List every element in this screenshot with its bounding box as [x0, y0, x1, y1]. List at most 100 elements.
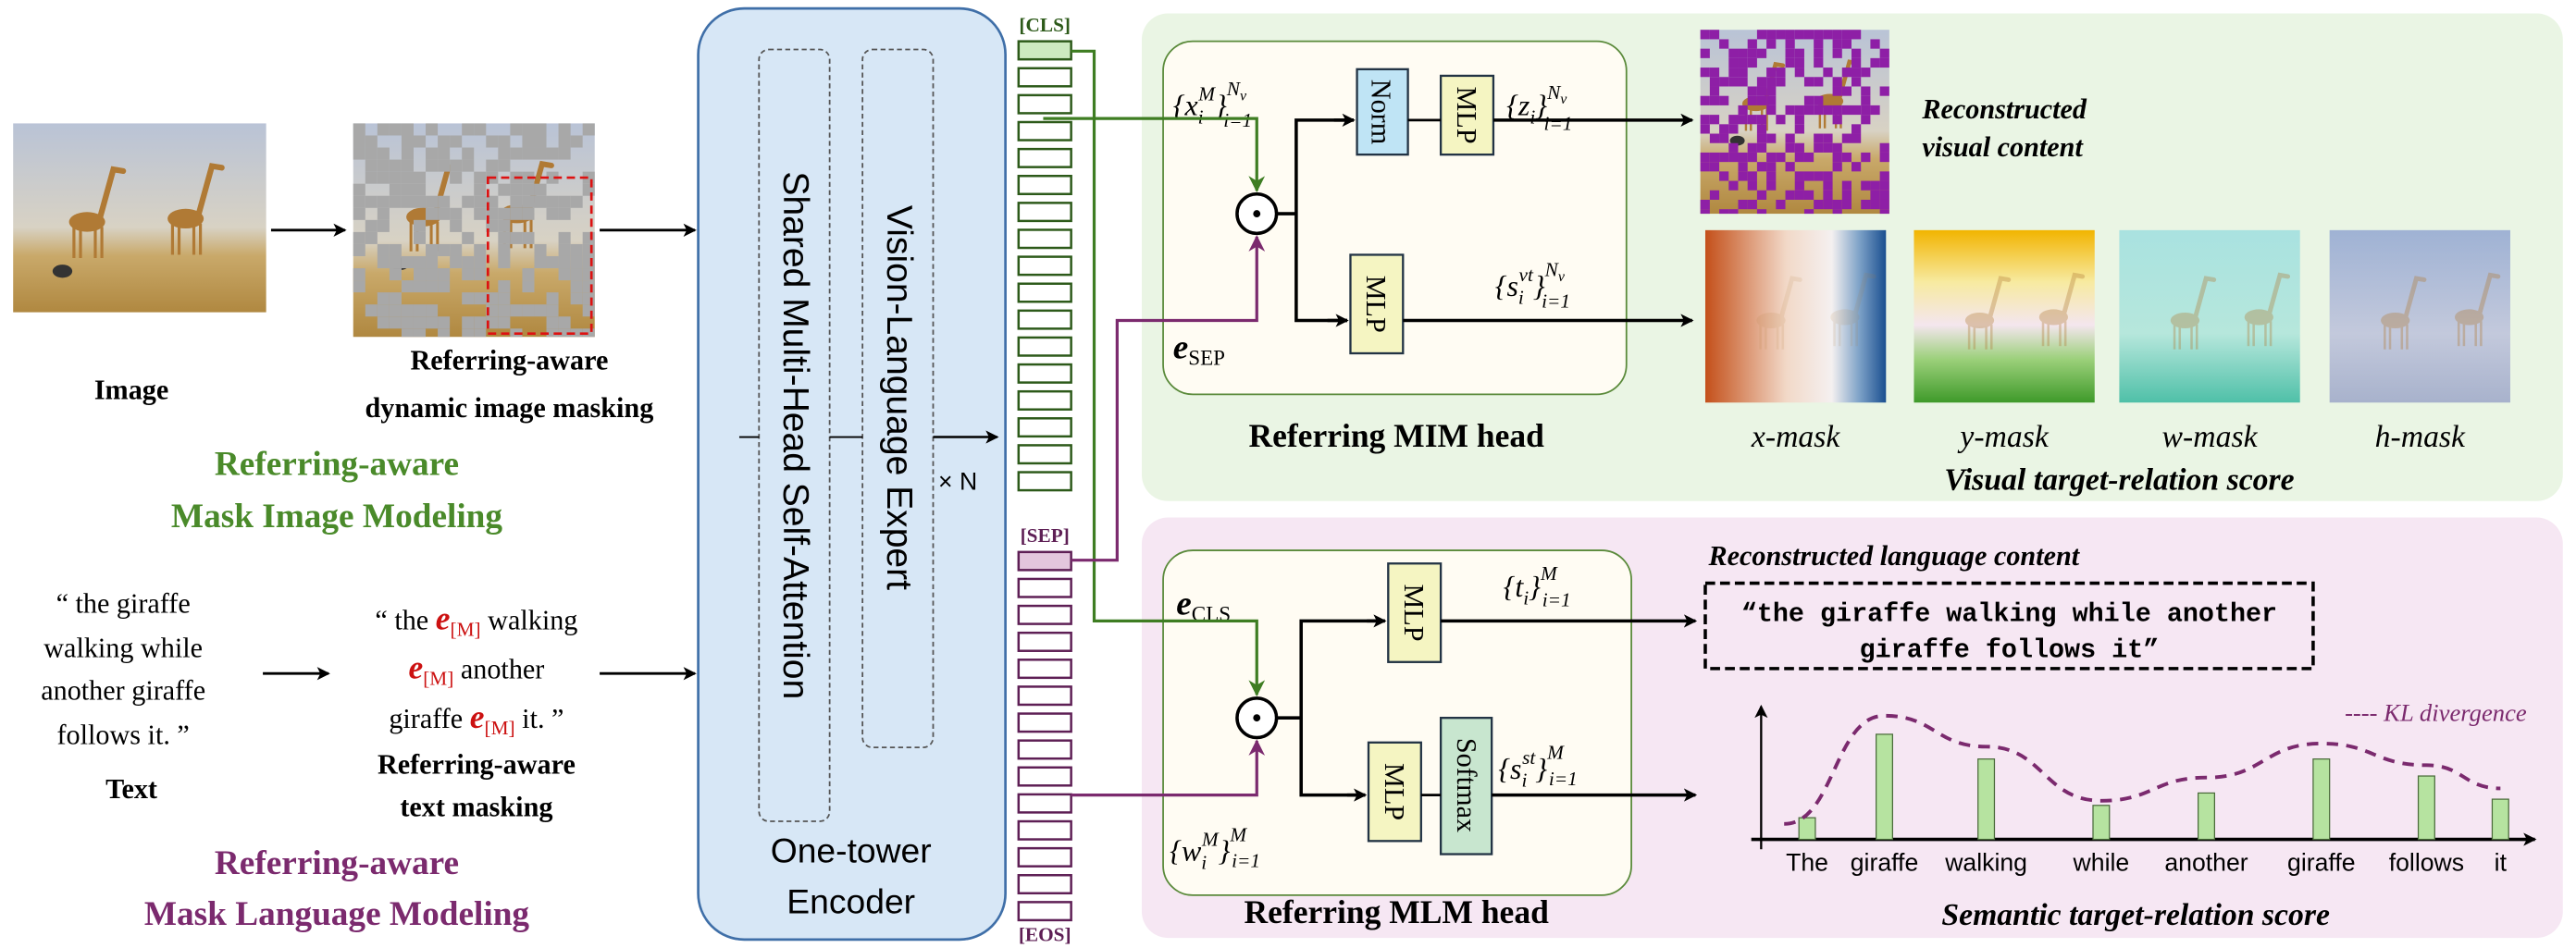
text-token: [1017, 901, 1072, 922]
input-image: [13, 123, 266, 313]
text-token: [1017, 819, 1072, 841]
masked-text-label-1: Referring-aware: [378, 749, 576, 781]
x-tick-label: giraffe: [1851, 848, 1919, 876]
masked-text-label-2: text masking: [400, 792, 552, 823]
cls-connector: [1071, 49, 1266, 697]
x-tick-label: it: [2495, 848, 2508, 876]
mlm-head-title: Referring MLM head: [1245, 893, 1550, 930]
text-token: [1017, 577, 1072, 598]
sep-token: [1017, 550, 1072, 572]
e-sep-label: eSEP: [1173, 328, 1225, 369]
x-tick-label: giraffe: [2287, 848, 2356, 876]
text-token: [1017, 874, 1072, 895]
softmax-block: [1439, 717, 1493, 856]
text-token: [1017, 793, 1072, 814]
mim-mlp-label-1: MLP: [1451, 87, 1482, 144]
bar-it: [2491, 798, 2509, 841]
encoder-title-2: Encoder: [786, 881, 915, 920]
visual-token: [1017, 417, 1072, 438]
kl-divergence-legend: ---- KL divergence: [2345, 699, 2527, 727]
giraffe-body: [2381, 312, 2410, 329]
svg-text:“ the e[M] walking: “ the e[M] walking: [375, 599, 577, 640]
visual-token: [1017, 175, 1072, 196]
mim-head-title: Referring MIM head: [1248, 417, 1544, 454]
visual-token: [1017, 255, 1072, 277]
giraffe-neck: [1778, 276, 1802, 319]
mlm-mlp-label-2: MLP: [1379, 763, 1410, 820]
giraffe-neck: [97, 166, 127, 220]
giraffe-body: [2038, 309, 2069, 326]
visual-token: [1017, 93, 1072, 115]
giraffe-neck: [2062, 272, 2086, 316]
giraffe-neck: [2403, 276, 2427, 319]
cls-token: [1017, 40, 1072, 61]
text-token: [1017, 739, 1072, 760]
text-token-connector: [1071, 739, 1266, 797]
giraffe-body: [2244, 309, 2273, 326]
svg-text:giraffe e[M] it. ”: giraffe e[M] it. ”: [389, 698, 564, 739]
x-tick-label: The: [1786, 848, 1828, 876]
one-tower-encoder: Shared Multi-Head Self-Attention Vision-…: [697, 6, 1007, 942]
sep-token-label: [SEP]: [1021, 524, 1070, 547]
reconstructed-image: [1700, 30, 1889, 215]
mask-label: x-mask: [1751, 420, 1841, 454]
reconstructed-sentence-box: [1703, 581, 2315, 671]
giraffe-neck: [1852, 272, 1876, 316]
mask-image-y-mask: [1913, 229, 2095, 403]
image-label: Image: [94, 375, 168, 406]
bar-giraffe: [2312, 758, 2331, 841]
mim-title-2: Mask Image Modeling: [171, 498, 503, 536]
text-line-3: another giraffe: [41, 675, 205, 707]
masked-image-label-2: dynamic image masking: [365, 392, 654, 424]
eos-token-label: [EOS]: [1019, 924, 1071, 946]
mlm-mlp-block-1: [1387, 562, 1443, 663]
text-line-4: follows it. ”: [57, 720, 190, 751]
text-token: [1017, 631, 1072, 652]
cls-token-label: [CLS]: [1019, 14, 1071, 36]
vl-expert-label: Vision-Language Expert: [879, 205, 919, 590]
masked-image-label-1: Referring-aware: [410, 345, 608, 376]
visual-token: [1017, 120, 1072, 142]
mask-label: w-mask: [2162, 420, 2259, 454]
bar-follows: [2417, 775, 2435, 841]
giraffe-neck: [195, 163, 225, 217]
token-column: [CLS] [SEP] [EOS]: [1017, 14, 1072, 946]
visual-token: [1017, 389, 1072, 411]
semantic-score-chart: ---- KL divergence Semantic target-relat…: [1751, 699, 2537, 932]
self-attention-label: Shared Multi-Head Self-Attention: [775, 171, 815, 699]
self-attention-block: [758, 48, 831, 822]
svg-text:e[M] another: e[M] another: [408, 649, 544, 690]
x-tick-label: while: [2073, 848, 2130, 876]
bar-The: [1798, 817, 1816, 841]
reconstructed-visual-label-2: visual content: [1922, 131, 2084, 163]
softmax-label: Softmax: [1451, 738, 1482, 832]
kl-divergence-curve: [1784, 713, 2501, 826]
text-line-1: “ the giraffe: [56, 588, 191, 620]
mask-label: h-mask: [2375, 420, 2466, 454]
reconstructed-language-title: Reconstructed language content: [1708, 540, 2081, 572]
x-tick-label: another: [2164, 848, 2248, 876]
text-token: [1017, 712, 1072, 733]
mim-mlp-block-2: [1349, 253, 1405, 355]
mim-mlp-block-1: [1439, 74, 1495, 156]
encoder-title-1: One-tower: [771, 831, 932, 869]
mlm-title-1: Referring-aware: [215, 844, 459, 882]
reconstructed-sentence-1: “the giraffe walking while another: [1741, 598, 2277, 629]
reconstructed-visual-label-1: Reconstructed: [1921, 93, 2087, 125]
visual-token: [1017, 282, 1072, 303]
reconstruction-patches: [1700, 30, 1889, 215]
giraffe-body: [2454, 309, 2484, 326]
bar-another: [2198, 792, 2216, 841]
giraffe-body: [1964, 312, 1995, 329]
text-line-2: walking while: [43, 632, 203, 663]
repeat-n-label: × N: [938, 467, 977, 495]
visual-token: [1017, 147, 1072, 168]
mask-image-h-mask: [2329, 229, 2510, 403]
giraffe-body: [2170, 312, 2200, 329]
text-token: [1017, 604, 1072, 625]
semantic-score-title: Semantic target-relation score: [1941, 898, 2330, 932]
mlm-mlp-block-2: [1367, 741, 1422, 843]
